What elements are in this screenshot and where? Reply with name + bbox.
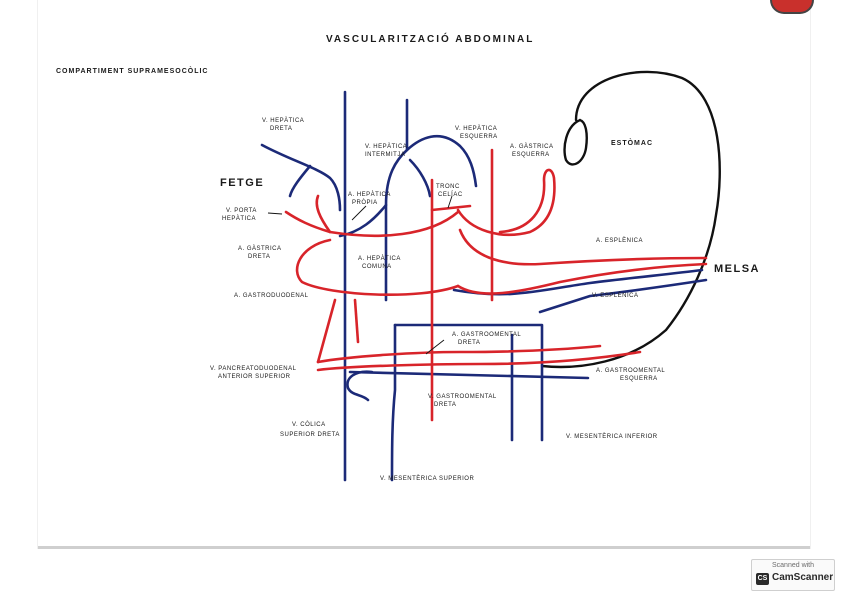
label-v-gastroomental-dreta-1: V. GASTROOMENTAL — [428, 394, 497, 400]
label-a-hepatica-propia-1: A. HEPÀTICA — [348, 191, 391, 198]
watermark-top-text: Scanned with — [771, 562, 815, 569]
pointer-tronc-celiac — [447, 195, 453, 209]
camscanner-watermark: Scanned with CS CamScanner — [751, 559, 835, 591]
v-hepatica-dreta-branch — [288, 164, 312, 198]
label-a-gastroduodenal: A. GASTRODUODENAL — [234, 293, 309, 299]
label-v-hepatica-dreta-1: V. HEPÀTICA — [262, 117, 304, 124]
label-a-esplenica: A. ESPLÈNICA — [596, 237, 643, 244]
label-estomac: ESTÒMAC — [611, 138, 653, 147]
a-gastroduodenal-2 — [353, 298, 360, 344]
label-a-hepatica-comuna-2: COMUNA — [362, 264, 392, 270]
label-fetge: FETGE — [220, 177, 264, 189]
label-v-colica-2: SUPERIOR DRETA — [280, 432, 340, 438]
label-a-gastrica-esquerra-2: ESQUERRA — [512, 152, 550, 158]
label-a-gastroomental-esquerra-2: ESQUERRA — [620, 376, 658, 382]
paper-bottom-edge — [38, 546, 810, 549]
label-a-gastroomental-dreta-1: A. GASTROOMENTAL — [452, 332, 521, 338]
a-gastrica-esquerra — [456, 168, 556, 237]
pointers — [267, 195, 453, 355]
label-v-hepatica-dreta-2: DRETA — [270, 126, 292, 132]
diagram-subtitle: COMPARTIMENT SUPRAMESOCÒLIC — [56, 66, 208, 75]
v-hepatica-dreta — [260, 143, 342, 212]
label-v-pancreatoduodenal-2: ANTERIOR SUPERIOR — [218, 374, 291, 380]
label-v-hepatica-intermitja-2: INTERMITJA — [365, 152, 405, 158]
pointer-gastroomental — [425, 339, 445, 355]
label-v-porta-2: HEPÀTICA — [222, 215, 256, 222]
watermark-brand-name: CamScanner — [772, 572, 834, 583]
label-tronc-celiac-1: TRONC — [436, 184, 460, 190]
label-v-hepatica-esquerra-1: V. HEPÀTICA — [455, 125, 497, 132]
label-a-hepatica-comuna-1: A. HEPÀTICA — [358, 255, 401, 262]
v-gastroomental-dreta — [348, 370, 590, 380]
label-v-gastroomental-dreta-2: DRETA — [434, 402, 456, 408]
v-hepatica-esquerra — [405, 135, 478, 188]
a-hepatica-propia — [315, 194, 332, 234]
v-gastroomental-horizontal — [393, 323, 544, 442]
v-porta — [338, 203, 388, 238]
a-esplenica — [458, 228, 708, 266]
diagram-title: VASCULARITZACIÓ ABDOMINAL — [326, 32, 534, 45]
stomach-fundus-loop — [563, 118, 588, 166]
label-a-gastroomental-esquerra-1: A. GASTROOMENTAL — [596, 368, 665, 374]
label-tronc-celiac-2: CELÍAC — [438, 191, 463, 198]
label-v-esplenica: V. ESPLÈNICA — [592, 292, 638, 299]
veins — [260, 90, 708, 482]
label-v-colica-1: V. CÒLICA — [292, 421, 326, 428]
label-v-mesenterica-inferior: V. MESENTÈRICA INFERIOR — [566, 433, 658, 440]
arteries — [284, 148, 708, 422]
camscanner-logo-icon: CS — [756, 573, 769, 585]
a-gastrica-dreta — [295, 238, 460, 296]
label-v-mesenterica-superior: V. MESENTÈRICA SUPERIOR — [380, 475, 474, 482]
v-hepatica-intermitja — [408, 158, 432, 198]
pointer-hepatica-propia — [351, 205, 367, 221]
label-v-pancreatoduodenal-1: V. PANCREATODUODENAL — [210, 366, 297, 372]
label-a-gastrica-dreta-2: DRETA — [248, 254, 270, 260]
a-hepatica-comuna — [284, 210, 460, 238]
v-colica — [346, 370, 374, 402]
label-a-gastroomental-dreta-2: DRETA — [458, 340, 480, 346]
label-v-hepatica-esquerra-2: ESQUERRA — [460, 134, 498, 140]
paper-sheet — [38, 0, 810, 548]
label-melsa: MELSA — [714, 263, 760, 275]
tronc-celiac — [430, 204, 472, 212]
a-gastroduodenal — [316, 298, 337, 364]
label-a-hepatica-propia-2: PRÒPIA — [352, 199, 378, 206]
label-v-porta-1: V. PORTA — [226, 208, 257, 214]
a-esplenica-lower — [456, 262, 708, 295]
label-v-hepatica-intermitja-1: V. HEPÀTICA — [365, 143, 407, 150]
label-a-gastrica-esquerra-1: A. GÀSTRICA — [510, 143, 554, 150]
a-gastroomental-dreta — [316, 344, 602, 364]
v-esplenica-lower — [538, 278, 708, 314]
stomach-outline — [540, 70, 721, 369]
v-mesenterica-superior — [390, 323, 397, 482]
label-a-gastrica-dreta-1: A. GÀSTRICA — [238, 245, 282, 252]
pointer-v-porta — [267, 212, 283, 215]
a-gastroomental-esquerra — [316, 350, 642, 372]
vein-cava-right — [384, 98, 409, 302]
